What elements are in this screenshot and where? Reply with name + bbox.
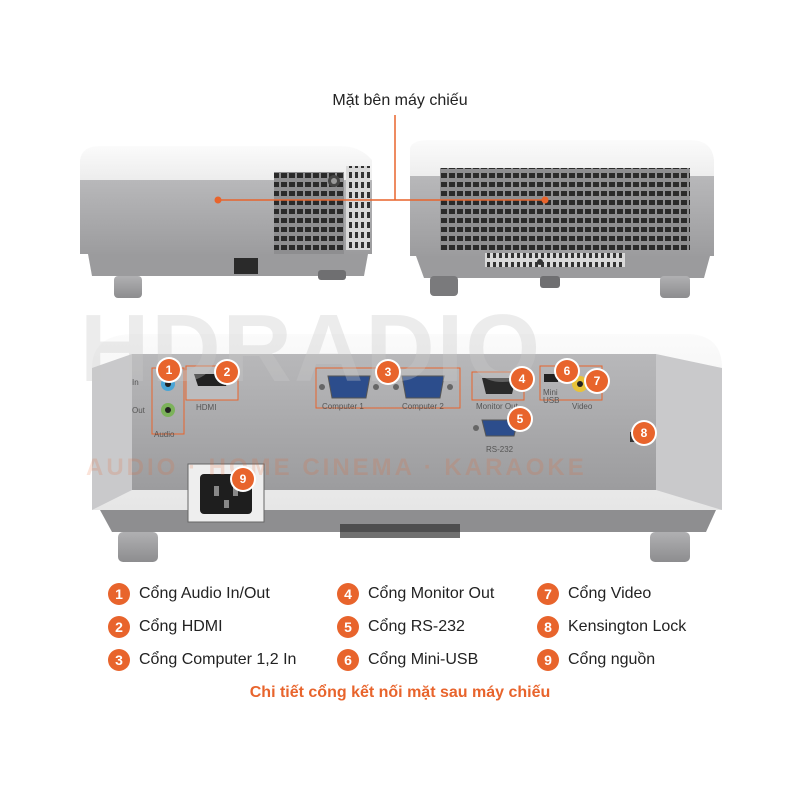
legend-number: 9 (537, 649, 559, 671)
legend-item: 8 Kensington Lock (537, 613, 717, 641)
left-vent-slots (346, 166, 370, 250)
legend-number: 5 (337, 616, 359, 638)
left-foot (114, 276, 142, 298)
rs232-port (481, 419, 519, 437)
legend-label: Cổng HDMI (139, 618, 223, 635)
legend-label: Cổng Mini-USB (368, 651, 479, 668)
legend-item: 3 Cổng Computer 1,2 In (108, 646, 308, 674)
legend-number: 3 (108, 649, 130, 671)
computer1-label: Computer 1 (322, 402, 364, 411)
rear-foot-right (650, 532, 690, 562)
projector-illustration (80, 115, 722, 562)
legend-item: 5 Cổng RS-232 (337, 613, 527, 641)
legend-label: Cổng Monitor Out (368, 585, 495, 602)
legend-column-1: 1 Cổng Audio In/Out 2 Cổng HDMI 3 Cổng C… (108, 580, 308, 674)
legend-number: 2 (108, 616, 130, 638)
legend-number: 4 (337, 583, 359, 605)
legend-column-3: 7 Cổng Video 8 Kensington Lock 9 Cổng ng… (537, 580, 717, 674)
monitor-out-port (482, 378, 516, 394)
legend-item: 6 Cổng Mini-USB (337, 646, 527, 674)
legend-column-2: 4 Cổng Monitor Out 5 Cổng RS-232 6 Cổng … (337, 580, 527, 674)
callout-6: 6 (556, 360, 578, 382)
callout-8: 8 (633, 422, 655, 444)
legend-label: Cổng nguồn (568, 651, 656, 668)
projector-right-side-view (410, 140, 714, 298)
audio-out-label: Out (132, 406, 145, 415)
legend-item: 9 Cổng nguồn (537, 646, 717, 674)
hdmi-label: HDMI (196, 403, 217, 412)
rs232-label: RS-232 (486, 445, 514, 454)
right-vent (440, 168, 690, 250)
legend-label: Cổng Audio In/Out (139, 585, 270, 602)
legend-label: Kensington Lock (568, 618, 687, 635)
mini-usb-port (544, 374, 558, 382)
mini-usb-label-1: Mini (543, 388, 558, 397)
computer1-port (327, 375, 371, 399)
callout-9: 9 (232, 468, 254, 490)
audio-in-label: In (132, 378, 139, 387)
video-label: Video (572, 402, 593, 411)
legend-item: 2 Cổng HDMI (108, 613, 308, 641)
legend-number: 8 (537, 616, 559, 638)
callout-1: 1 (158, 359, 180, 381)
projector-left-side-view (80, 146, 372, 298)
watermark-tagline: AUDIO · HOME CINEMA · KARAOKE (86, 454, 587, 481)
rear-foot-left (118, 532, 158, 562)
legend-item: 1 Cổng Audio In/Out (108, 580, 308, 608)
callout-4: 4 (511, 368, 533, 390)
legend-label: Cổng Computer 1,2 In (139, 651, 297, 668)
callout-2: 2 (216, 361, 238, 383)
legend-number: 6 (337, 649, 359, 671)
legend-number: 7 (537, 583, 559, 605)
figure-caption: Chi tiết cổng kết nối mặt sau máy chiếu (249, 684, 551, 701)
audio-label: Audio (154, 430, 175, 439)
legend-number: 1 (108, 583, 130, 605)
callout-7: 7 (586, 370, 608, 392)
callout-3: 3 (377, 361, 399, 383)
legend-label: Cổng RS-232 (368, 618, 465, 635)
computer2-label: Computer 2 (402, 402, 444, 411)
monitor-out-label: Monitor Out (476, 402, 518, 411)
legend-item: 7 Cổng Video (537, 580, 717, 608)
legend-label: Cổng Video (568, 585, 652, 602)
mini-usb-label-2: USB (543, 396, 560, 405)
legend-item: 4 Cổng Monitor Out (337, 580, 527, 608)
side-view-label: Mặt bên máy chiếu (332, 92, 468, 109)
callout-5: 5 (509, 408, 531, 430)
watermark-brand: HDRADIO (80, 295, 542, 402)
right-foot (660, 276, 690, 298)
computer2-port (401, 375, 445, 399)
